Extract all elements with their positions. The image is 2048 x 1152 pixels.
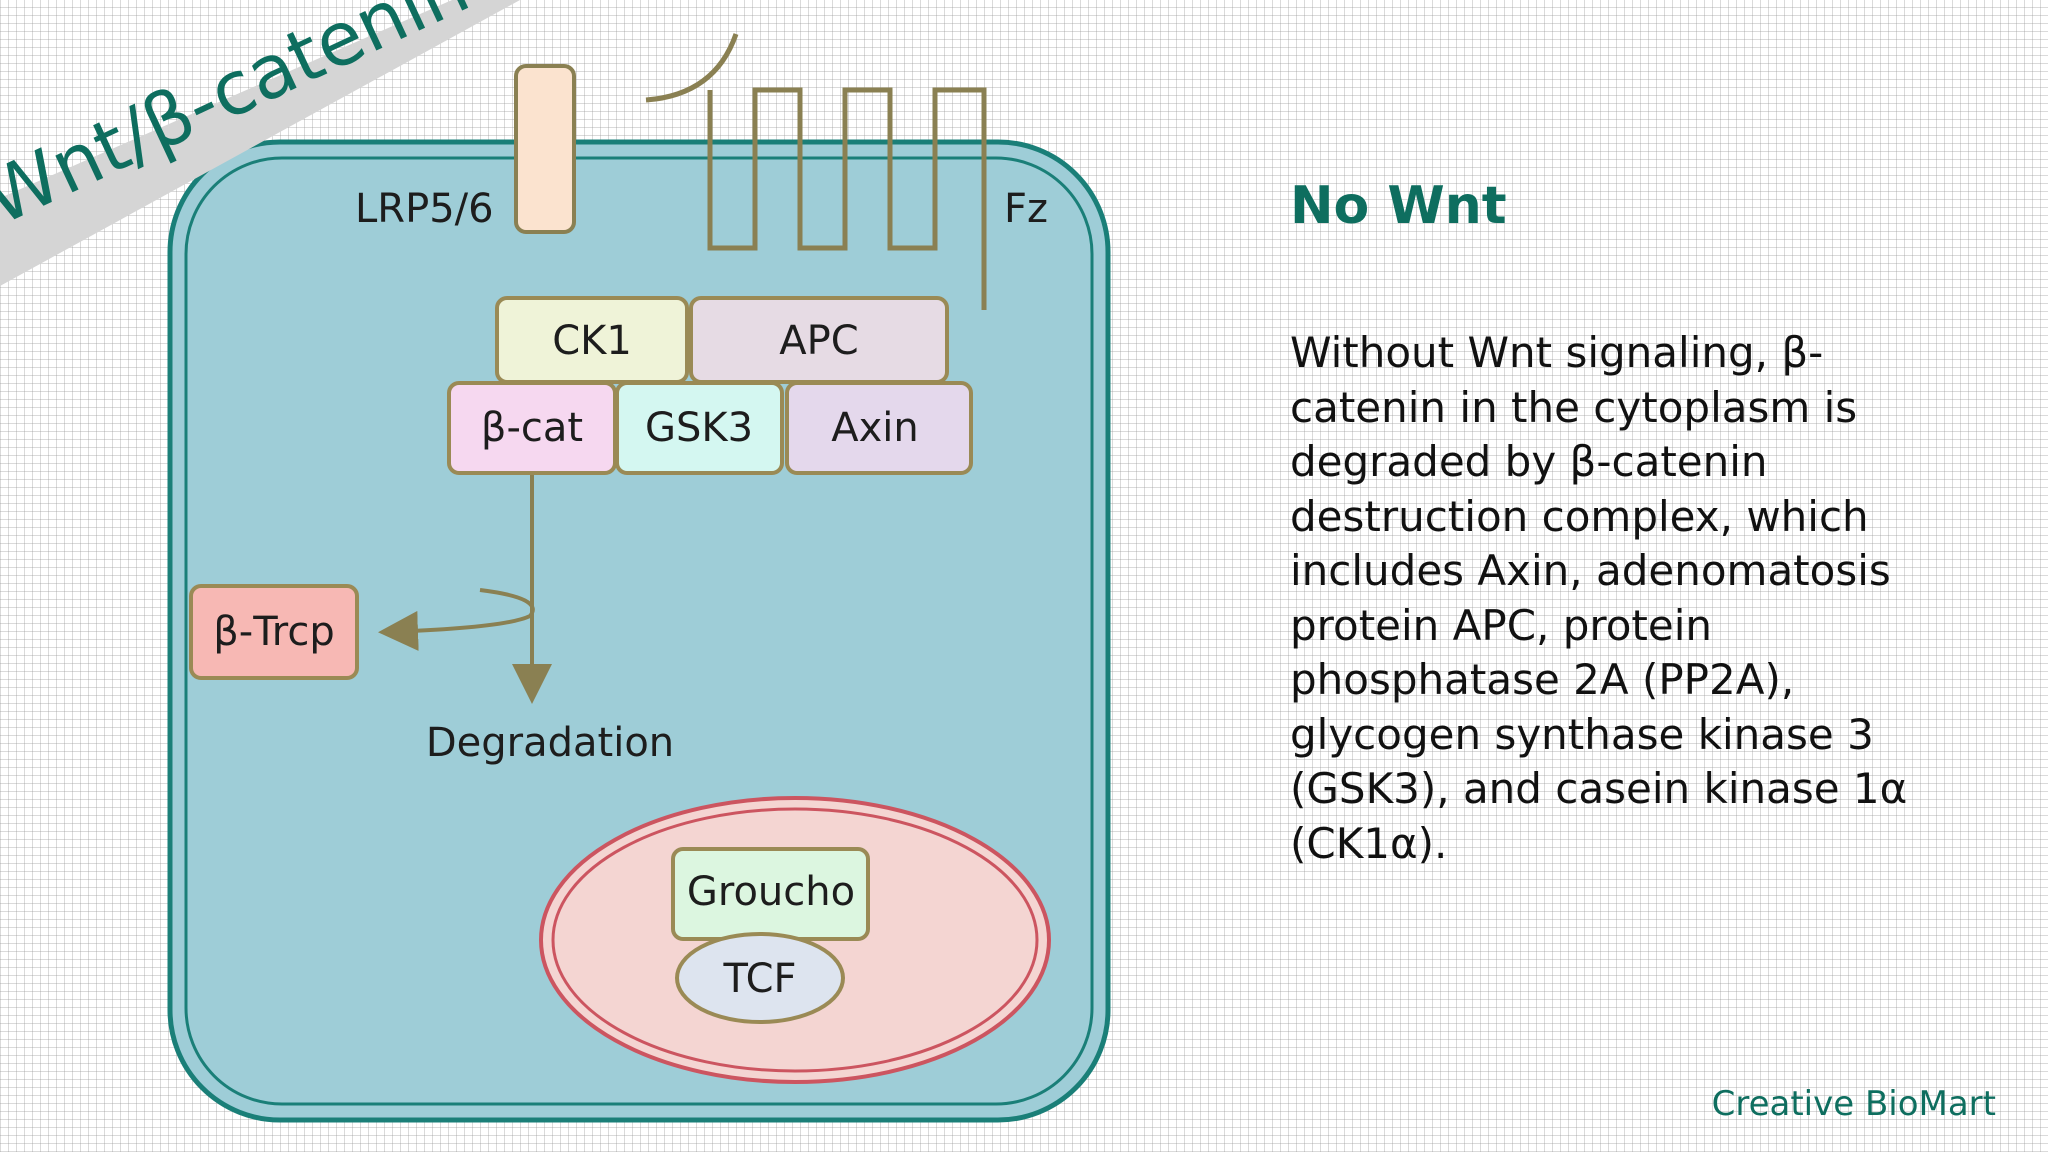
beta-trcp-arrow (378, 588, 535, 651)
fz-label: Fz (1004, 186, 1048, 232)
destruction-complex: CK1 APC β-cat GSK3 Axin (447, 296, 973, 475)
degradation-label: Degradation (426, 720, 674, 766)
nucleus-inner (551, 807, 1039, 1073)
nucleus: Groucho TCF (539, 796, 1051, 1084)
lrp-label: LRP5/6 (355, 186, 494, 232)
axin-box (785, 381, 973, 475)
cell-membrane-inner (184, 156, 1094, 1106)
lrp-receptor-shape (514, 64, 576, 234)
ck1-label: CK1 (552, 318, 632, 364)
tcf-ellipse (675, 932, 845, 1024)
apc-label: APC (779, 318, 858, 364)
axin-label: Axin (831, 405, 919, 451)
frizzled-wnt-arc (645, 33, 739, 103)
gsk3-box (615, 381, 784, 475)
tcf-label: TCF (722, 956, 796, 1002)
beta-trcp-label: β-Trcp (213, 609, 334, 655)
degradation-path: β-Trcp Degradation (189, 475, 674, 766)
panel-description: Without Wnt signaling, β-catenin in the … (1290, 328, 1908, 868)
frizzled-receptor: Fz (645, 33, 1048, 310)
panel-heading: No Wnt (1290, 176, 1507, 236)
beta-trcp-box (189, 584, 359, 680)
wnt-pathway-diagram: Wnt/β-catenin LRP5/6 Fz CK1 APC β-cat GS… (0, 0, 1111, 1123)
frizzled-serpentine (707, 87, 987, 310)
lrp-receptor: LRP5/6 (355, 64, 576, 234)
beta-cat-label: β-cat (481, 405, 583, 451)
groucho-label: Groucho (687, 869, 855, 915)
brand-label: Creative BioMart (1711, 1084, 1996, 1124)
gsk3-label: GSK3 (645, 405, 753, 451)
